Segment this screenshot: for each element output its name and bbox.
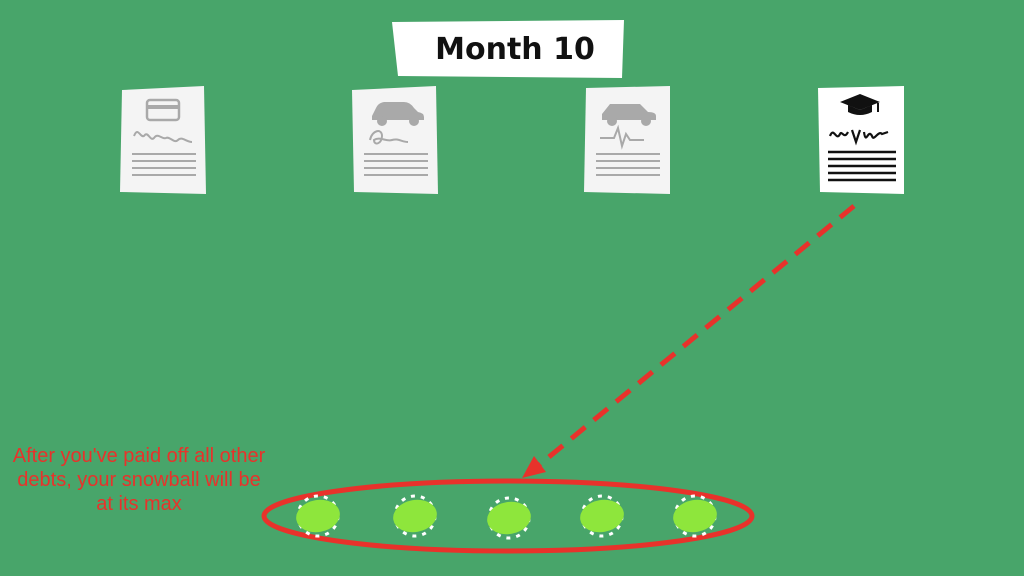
- arrow-head: [522, 456, 546, 478]
- snowball-highlight-ellipse: [261, 478, 755, 554]
- snowball-2: [393, 494, 437, 538]
- snowball-1: [296, 494, 340, 538]
- student-loan-debt-document: [818, 86, 904, 194]
- month-title-card: Month 10: [392, 20, 624, 78]
- credit-card-icon: [145, 98, 181, 122]
- snowball-4: [580, 494, 624, 538]
- car-loan-debt-document: [584, 86, 670, 194]
- credit-card-debt-document: [120, 86, 206, 194]
- snowball-caption: After you've paid off all other debts, y…: [12, 445, 266, 515]
- snowball-5: [673, 494, 717, 538]
- snowball-3: [487, 496, 531, 540]
- graduation-cap-icon: [840, 94, 880, 115]
- car-icon: [372, 102, 424, 126]
- dashed-arrow: [522, 204, 856, 478]
- month-title: Month 10: [435, 31, 595, 67]
- car-icon: [602, 104, 656, 126]
- car-debt-document: [352, 86, 438, 194]
